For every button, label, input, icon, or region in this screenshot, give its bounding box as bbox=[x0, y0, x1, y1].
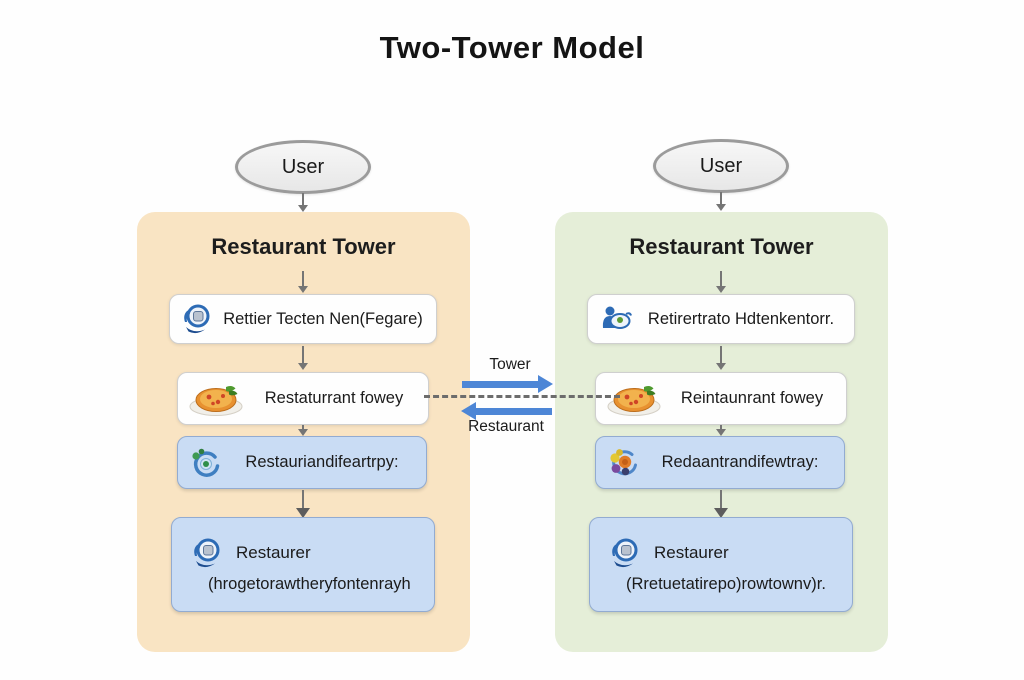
user-node-left: User bbox=[235, 140, 371, 194]
user-label: User bbox=[281, 155, 325, 178]
feature-box-label: Redaantrandifewtray: bbox=[661, 453, 819, 471]
tower-title: Restaurant Tower bbox=[629, 234, 814, 259]
output-box: Restaurer (hrogetorawtheryfontenrayh bbox=[171, 517, 435, 612]
feature-box-restaurant-query: Restaturrant fowey bbox=[177, 372, 429, 425]
feature-box-restaurant-query: Reintaunrant fowey bbox=[595, 372, 847, 425]
feature-box-label: Rettier Tecten Nen(Fegare) bbox=[223, 309, 423, 328]
exchange-label-bottom: Restaurant bbox=[468, 418, 544, 435]
arrow-box2-to-box3 bbox=[298, 425, 308, 436]
arrow-box1-to-box2 bbox=[716, 346, 726, 370]
output-box-sublabel: (hrogetorawtheryfontenrayh bbox=[208, 574, 411, 593]
user-node-right: User bbox=[653, 139, 789, 193]
feature-box-label: Retirertrato Hdtenkentorr. bbox=[647, 309, 835, 328]
output-box: Restaurer (Rretuetatirepo)rowtownv)r. bbox=[589, 517, 853, 612]
molecule-icon bbox=[192, 448, 220, 477]
person-bowl-icon bbox=[602, 306, 632, 329]
feature-box-label: Reintaunrant fowey bbox=[680, 389, 824, 407]
feature-box-embedding: Restauriandifeartrpy: bbox=[177, 436, 427, 489]
arrow-box3-to-box4 bbox=[296, 490, 310, 518]
arrow-left-to-right bbox=[462, 375, 553, 393]
tower-title: Restaurant Tower bbox=[211, 234, 396, 259]
feature-box-retriever: Retirertrato Hdtenkentorr. bbox=[587, 294, 855, 344]
output-box-label: Restaurer bbox=[654, 542, 729, 562]
arrow-user-to-tower-left bbox=[298, 193, 308, 212]
care-hands-icon bbox=[194, 538, 220, 567]
tower-panel-right: Restaurant Tower Retirertrato Hdtenkento… bbox=[555, 212, 888, 652]
feature-box-embedding: Redaantrandifewtray: bbox=[595, 436, 845, 489]
pizza-plate-icon bbox=[189, 385, 243, 416]
feature-box-retriever: Rettier Tecten Nen(Fegare) bbox=[169, 294, 437, 344]
output-box-label: Restaurer bbox=[236, 542, 311, 562]
arrow-title-to-box1 bbox=[298, 271, 308, 293]
fruit-cluster-icon bbox=[610, 448, 637, 475]
care-hands-icon bbox=[184, 304, 210, 334]
similarity-dashed-line bbox=[424, 395, 620, 398]
feature-box-label: Restaturrant fowey bbox=[264, 389, 404, 407]
feature-box-label: Restauriandifeartrpy: bbox=[245, 453, 399, 471]
tower-panel-left: Restaurant Tower Rettier Tecten Nen(Fega… bbox=[137, 212, 470, 652]
care-hands-icon bbox=[612, 538, 638, 567]
arrow-user-to-tower-right bbox=[716, 192, 726, 211]
arrow-title-to-box1 bbox=[716, 271, 726, 293]
arrow-box3-to-box4 bbox=[714, 490, 728, 518]
output-box-sublabel: (Rretuetatirepo)rowtownv)r. bbox=[626, 574, 826, 593]
exchange-label-top: Tower bbox=[489, 356, 531, 373]
user-label: User bbox=[699, 154, 743, 177]
arrow-box2-to-box3 bbox=[716, 425, 726, 436]
diagram-title: Two-Tower Model bbox=[379, 30, 645, 65]
arrow-right-to-left bbox=[461, 402, 552, 420]
arrow-box1-to-box2 bbox=[298, 346, 308, 370]
pizza-plate-icon bbox=[607, 385, 661, 416]
